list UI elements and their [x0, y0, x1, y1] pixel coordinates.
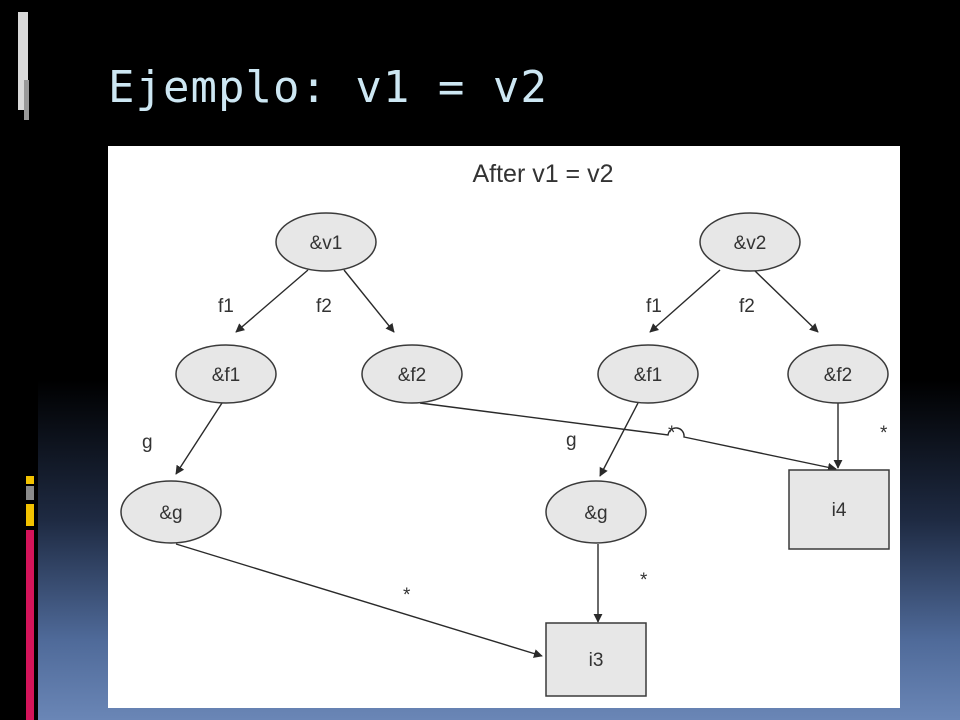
node-ga: &g — [120, 480, 222, 544]
node-label: &f2 — [824, 365, 853, 386]
edge-f2b-i4: * — [833, 403, 888, 469]
node-f2a: &f2 — [361, 344, 463, 404]
node-label: &f2 — [398, 365, 427, 386]
edge-f2a-i4: * — [419, 402, 837, 472]
node-label: i3 — [589, 650, 604, 671]
edge-ga-i3: * — [175, 543, 543, 658]
node-label: &f1 — [634, 365, 663, 386]
node-label: &v2 — [734, 233, 767, 254]
node-label: &v1 — [310, 233, 343, 254]
edge-label: f1 — [646, 296, 662, 317]
edge-label: g — [566, 430, 577, 451]
node-f1a: &f1 — [175, 344, 277, 404]
edge-f1b-gb: g — [566, 402, 639, 477]
edge-v2-f2b: f2 — [739, 269, 819, 333]
edge-label: * — [880, 423, 888, 444]
edge-v1-f1a: f1 — [218, 269, 309, 333]
node-v1: &v1 — [275, 212, 377, 272]
edge-v1-f2a: f2 — [316, 269, 395, 333]
edge-v2-f1b: f1 — [646, 269, 721, 333]
diagram-title: After v1 = v2 — [472, 160, 613, 188]
node-f1b: &f1 — [597, 344, 699, 404]
node-gb: &g — [545, 480, 647, 544]
edge-label: f1 — [218, 296, 234, 317]
node-v2: &v2 — [699, 212, 801, 272]
node-i3: i3 — [545, 622, 647, 697]
edge-label: f2 — [316, 296, 332, 317]
node-label: i4 — [832, 500, 847, 521]
edge-label: * — [640, 570, 648, 591]
node-f2b: &f2 — [787, 344, 889, 404]
edge-gb-i3: * — [593, 544, 648, 623]
edge-label: g — [142, 432, 153, 453]
pointer-graph: After v1 = v2 f1 f2 g * f1 f2 g — [120, 160, 890, 697]
slide-title: Ejemplo: v1 = v2 — [108, 62, 548, 113]
edge-f1a-ga: g — [142, 402, 223, 475]
pointer-graph-figure: After v1 = v2 f1 f2 g * f1 f2 g — [108, 146, 900, 708]
edge-label: f2 — [739, 296, 755, 317]
node-i4: i4 — [788, 469, 890, 550]
node-label: &g — [159, 503, 182, 524]
node-label: &f1 — [212, 365, 241, 386]
edge-label: * — [403, 585, 411, 606]
edge-label: * — [668, 423, 676, 444]
node-label: &g — [584, 503, 607, 524]
